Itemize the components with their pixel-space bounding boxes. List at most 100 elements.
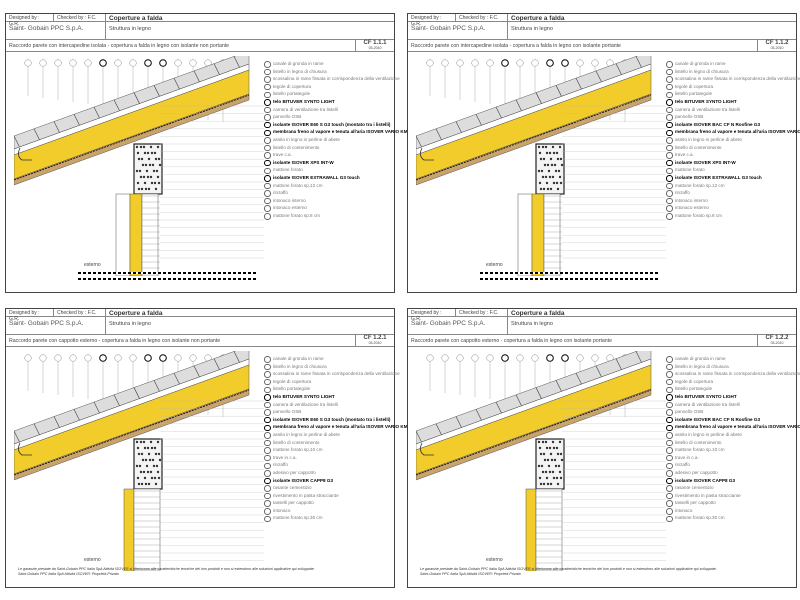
legend-item: mattone forato (264, 166, 432, 174)
external-insulation (525, 488, 537, 571)
legend-item: rivestimento in pasta stracciante (666, 492, 800, 500)
legend-marker-icon (264, 508, 271, 515)
aggregate-dot (142, 145, 146, 149)
legend-marker-icon (264, 416, 271, 424)
tile-joint (575, 77, 583, 91)
aggregate-dot (547, 464, 551, 468)
legend-text: listello in legno di chiusura (675, 363, 729, 369)
footnote-line-2: Saint-Gobain PPC Italia SpA Attività ISO… (420, 572, 521, 576)
legend-text: listello di contenimento (675, 439, 722, 445)
legend-text: trave c.a. (273, 152, 292, 158)
legend-item: isolante ISOVER EXTRAWALL G3 touch (264, 174, 432, 182)
legend-marker-icon (264, 432, 271, 439)
aggregate-dot (150, 151, 154, 155)
legend-marker-icon (264, 356, 271, 363)
legend-marker-icon (264, 454, 271, 462)
callout-marker (516, 59, 524, 67)
vapour-membrane (416, 389, 652, 476)
tile-joint (455, 416, 463, 429)
inner-brick (141, 193, 159, 276)
aggregate-dot (544, 470, 548, 474)
callout-marker (441, 354, 449, 362)
legend-item: telo BITUVER SYNTO LIGHT (264, 98, 432, 106)
drawing-sheet: Designed by : G.R.Checked by : F.C.Saint… (407, 308, 800, 588)
tile-joint (213, 358, 221, 371)
tile-joint (193, 365, 201, 378)
legend-item: mattone forato sp.30 cm (666, 514, 800, 523)
legend-marker-icon (666, 500, 673, 507)
tile-joint (515, 394, 523, 407)
scale-bar (480, 278, 660, 280)
aggregate-dot (555, 446, 559, 450)
aggregate-dot (552, 151, 556, 155)
legend-marker-icon (264, 401, 271, 409)
aggregate-dot (153, 476, 157, 480)
sheet-title: Coperture a falda (106, 14, 394, 22)
sheet-description: Raccordo parete con cappotto esterno - c… (6, 335, 356, 347)
aggregate-dot (549, 187, 553, 191)
legend-item: mattone forato sp.12 cm (666, 182, 800, 190)
sheet-description: Raccordo parete con intercapedine isolat… (408, 40, 758, 52)
legend-item: mattone forato sp.10 cm (666, 446, 800, 454)
legend-marker-icon (666, 401, 673, 409)
legend-marker-icon (666, 363, 673, 371)
aggregate-dot (556, 157, 560, 161)
legend-text: rinzaffo (273, 190, 288, 196)
legend-item: rivestimento in pasta stracciante (264, 492, 432, 500)
callout-marker (54, 354, 62, 362)
legend-text: telo BITUVER SYNTO LIGHT (675, 393, 737, 399)
legend-text: camera di ventilazione tra listelli (675, 401, 740, 407)
legend-marker-icon (264, 424, 271, 432)
aggregate-dot (149, 175, 153, 179)
sheet-title: Coperture a falda (508, 309, 796, 317)
callout-marker (24, 354, 32, 362)
legend-text: trave in c.a. (675, 454, 699, 460)
aggregate-dot (147, 452, 151, 456)
aggregate-dot (546, 458, 550, 462)
aggregate-dot (138, 464, 142, 468)
aggregate-dot (541, 145, 545, 149)
legend-item: listello in legno di chiusura (666, 68, 800, 76)
aggregate-dot (558, 470, 562, 474)
aggregate-dot (545, 446, 549, 450)
legend-item: listello di contenimento (666, 144, 800, 152)
legend-item: mattone forato (666, 166, 800, 174)
tile-joint (113, 394, 121, 407)
aggregate-dot (539, 187, 543, 191)
footnote-line-1: Le garanzie prestate da Saint-Gobain PPC… (18, 567, 315, 571)
callout-marker (546, 59, 554, 67)
aggregate-dot (545, 181, 549, 185)
callout-marker (561, 354, 569, 362)
legend-item: pannello OSB (264, 408, 432, 416)
legend-item: assito in legno in perline di abete (666, 431, 800, 439)
legend-marker-icon (264, 500, 271, 507)
callout-marker (501, 354, 509, 362)
legend-item: scossalina in rame fissata in corrispond… (666, 370, 800, 378)
tile-joint (14, 135, 21, 149)
tile-joint (233, 351, 241, 364)
aggregate-dot (546, 482, 550, 486)
legend-text: intonaco esterno (675, 205, 709, 211)
legend-text: mattone forato sp.12 cm (273, 182, 323, 188)
aggregate-dot (139, 145, 143, 149)
section-drawing: esterno (14, 351, 264, 571)
legend-marker-icon (264, 515, 271, 523)
legend-text: membrana freno al vapore e tenuta all'ar… (675, 424, 800, 430)
legend-marker-icon (666, 462, 673, 469)
legend-item: listello di contenimento (264, 144, 432, 152)
aggregate-dot (546, 187, 550, 191)
legend-marker-icon (666, 470, 673, 477)
aggregate-dot (541, 440, 545, 444)
legend-marker-icon (264, 363, 271, 371)
legend-text: assito in legno in perline di abete (273, 136, 340, 142)
aggregate-dot (150, 446, 154, 450)
legend-text: isolante ISOVER BAC CF N Roofine G3 (675, 121, 760, 127)
sheet-title: Coperture a falda (106, 309, 394, 317)
aggregate-dot (543, 163, 547, 167)
legend-item: isolante ISOVER EXTRAWALL G3 touch (666, 174, 800, 182)
aggregate-dot (539, 157, 543, 161)
aggregate-dot (141, 458, 145, 462)
legend-item: listello di contenimento (264, 439, 432, 447)
legend-item: adesivo per cappotto (264, 469, 432, 477)
aggregate-dot (544, 175, 548, 179)
